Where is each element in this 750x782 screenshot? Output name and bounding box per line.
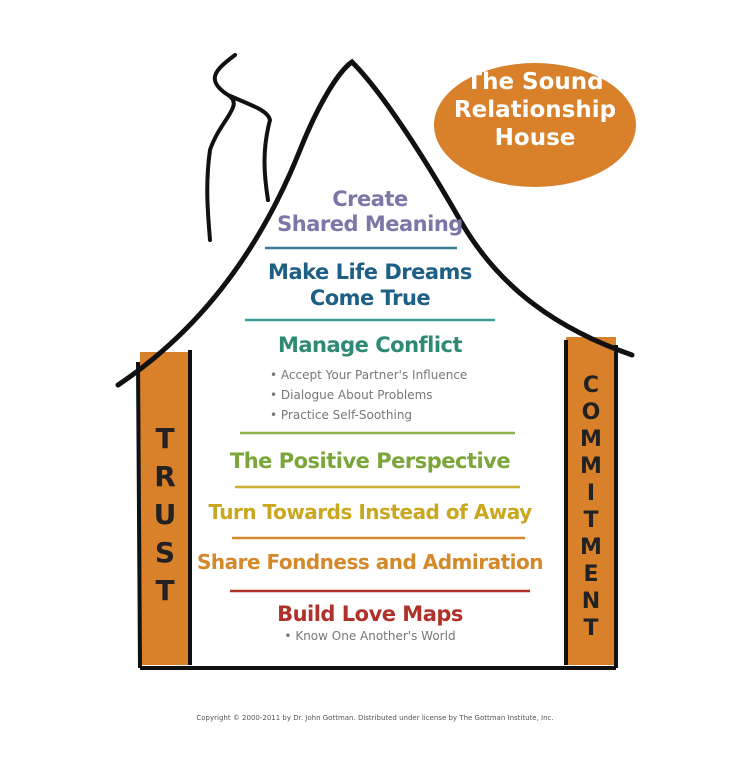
level-share-fondness: Share Fondness and Admiration bbox=[196, 550, 544, 574]
pillar-letter: T bbox=[583, 508, 599, 533]
commitment-pillar bbox=[566, 337, 616, 665]
level-build-love-maps: Build Love Maps bbox=[277, 602, 463, 626]
roof-outline bbox=[115, 58, 635, 388]
badge-line: The Sound bbox=[466, 69, 604, 95]
badge-line: House bbox=[494, 125, 576, 151]
pillar-letter: O bbox=[581, 400, 601, 425]
level-positive-perspective: The Positive Perspective bbox=[229, 449, 511, 473]
left-wall bbox=[136, 350, 192, 669]
title-badge: The Sound Relationship House bbox=[435, 68, 635, 152]
level-manage-conflict: Manage Conflict bbox=[277, 333, 463, 357]
bullet-item: Dialogue About Problems bbox=[280, 388, 433, 402]
pillar-letter: T bbox=[155, 574, 175, 607]
pillar-letter: C bbox=[582, 373, 600, 398]
trust-pillar bbox=[140, 352, 190, 665]
badge-line: Relationship bbox=[453, 97, 617, 123]
copyright-notice: Copyright © 2000-2011 by Dr. John Gottma… bbox=[196, 714, 554, 722]
pillar-letter: N bbox=[581, 589, 601, 614]
chimney-smoke bbox=[205, 53, 272, 242]
pillar-letter: M bbox=[580, 535, 602, 560]
level-title: Shared Meaning bbox=[277, 212, 463, 236]
pillar-letter: T bbox=[583, 616, 599, 641]
level-create-shared-meaning: Create Shared Meaning bbox=[190, 187, 550, 237]
level-make-life-dreams: Make Life Dreams Come True bbox=[190, 259, 550, 311]
bullet-item: Accept Your Partner's Influence bbox=[280, 368, 468, 382]
commitment-label: C O M M I T M E N T bbox=[566, 372, 616, 642]
pillar-letter: E bbox=[583, 562, 599, 587]
pillar-letter: T bbox=[155, 422, 175, 455]
pillar-letter: R bbox=[154, 460, 176, 493]
love-maps-bullet: • Know One Another's World bbox=[284, 629, 456, 643]
level-title: Create bbox=[332, 187, 408, 211]
bullet-item: Practice Self-Soothing bbox=[280, 408, 413, 422]
manage-conflict-bullets: • Accept Your Partner's Influence • Dial… bbox=[270, 368, 468, 422]
bullet-item: Know One Another's World bbox=[295, 629, 456, 643]
trust-label: T R U S T bbox=[140, 420, 190, 610]
pillar-letter: S bbox=[154, 536, 176, 569]
title-badge-oval bbox=[434, 63, 636, 187]
level-title: Come True bbox=[309, 286, 431, 310]
level-turn-towards: Turn Towards Instead of Away bbox=[208, 500, 532, 524]
level-title: Make Life Dreams bbox=[268, 260, 472, 284]
pillar-letter: I bbox=[586, 481, 596, 506]
pillar-letter: U bbox=[153, 498, 177, 531]
right-wall bbox=[564, 340, 618, 668]
pillar-letter: M bbox=[580, 454, 602, 479]
pillar-letter: M bbox=[580, 427, 602, 452]
